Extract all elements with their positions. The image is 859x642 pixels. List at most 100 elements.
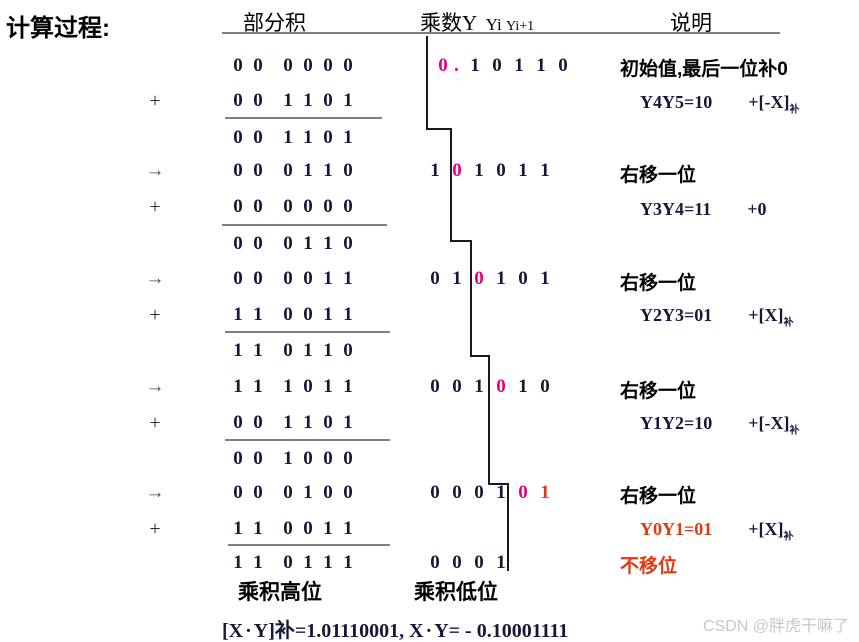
binary-digit: 0	[253, 482, 263, 503]
binary-digit: 1	[323, 268, 333, 289]
description-main: 右移一位	[620, 486, 697, 507]
binary-digit: 0	[323, 55, 333, 76]
description-sub: Y4Y5=10+[-X]补	[640, 92, 800, 116]
binary-digit: 0	[343, 160, 353, 181]
final-result-formula: [X·Y]补=1.01110001, X·Y= - 0.10001111	[222, 614, 568, 642]
radix-point: .	[454, 55, 459, 76]
operator-arrow-2: →	[145, 268, 165, 289]
binary-digit: 1	[303, 160, 313, 181]
binary-digit: 1	[283, 448, 293, 469]
staircase-segment-h3	[470, 355, 490, 357]
binary-digit: 1	[303, 233, 313, 254]
binary-digit: 1	[303, 482, 313, 503]
binary-digit: 1	[323, 233, 333, 254]
binary-digit: 0	[253, 90, 263, 111]
multiplier-digit: 0	[474, 268, 484, 289]
subscript-bu: 补	[783, 317, 794, 329]
multiplier-digit: 1	[452, 268, 462, 289]
binary-digit: 1	[343, 268, 353, 289]
binary-digit: 1	[343, 412, 353, 433]
binary-digit: 0	[283, 233, 293, 254]
multiplier-digit: 0	[430, 268, 440, 289]
multiply-dot-icon-2: ·	[425, 620, 433, 642]
binary-digit: 1	[323, 552, 333, 573]
multiplier-digit: 1	[430, 160, 440, 181]
binary-digit: 1	[283, 90, 293, 111]
operation-label: +[-X]补	[748, 413, 800, 437]
binary-digit: 1	[323, 304, 333, 325]
binary-digit: 0	[283, 552, 293, 573]
multiplier-digit: 1	[496, 482, 506, 503]
binary-digit: 0	[283, 518, 293, 539]
description-main: 不移位	[620, 556, 678, 577]
binary-digit: 0	[253, 196, 263, 217]
binary-digit: 0	[303, 448, 313, 469]
header-divider	[222, 32, 780, 34]
bit-pair-label: Y0Y1=01	[640, 519, 713, 539]
binary-digit: 1	[323, 340, 333, 361]
sum-divider-3	[225, 331, 390, 333]
operation-label: +[X]补	[748, 519, 794, 543]
binary-digit: 0	[343, 448, 353, 469]
staircase-segment-h1	[426, 128, 452, 130]
multiply-dot-icon: ·	[245, 620, 252, 642]
binary-digit: 0	[343, 482, 353, 503]
operator-arrow-3: →	[145, 376, 165, 397]
operator-plus-4: +	[149, 412, 161, 434]
result-prefix: [X	[222, 620, 244, 642]
binary-digit: 1	[343, 127, 353, 148]
multiplier-digit: 0	[430, 482, 440, 503]
multiplier-digit: 0	[496, 376, 506, 397]
multiplier-digit: 0	[496, 160, 506, 181]
multiplier-digit: 0	[518, 268, 528, 289]
multiplier-digit: 1	[474, 376, 484, 397]
binary-digit: 1	[343, 518, 353, 539]
label-product-high: 乘积高位	[238, 581, 322, 604]
binary-digit: 0	[233, 448, 243, 469]
description-sub: Y0Y1=01 +[X]补	[640, 519, 794, 543]
binary-digit: 0	[303, 55, 313, 76]
binary-digit: 1	[253, 304, 263, 325]
binary-digit: 0	[233, 55, 243, 76]
binary-digit: 0	[303, 196, 313, 217]
subscript-bu: 补	[789, 104, 800, 116]
description-main: 右移一位	[620, 273, 697, 294]
binary-digit: 0	[303, 268, 313, 289]
multiplier-digit: 1	[474, 160, 484, 181]
bit-pair-label: Y3Y4=11	[640, 199, 712, 219]
binary-digit: 0	[253, 127, 263, 148]
binary-digit: 1	[253, 552, 263, 573]
binary-digit: 1	[303, 552, 313, 573]
sum-divider-2	[222, 224, 387, 226]
binary-digit: 0	[323, 196, 333, 217]
subscript-bu: 补	[783, 531, 794, 543]
binary-digit: 1	[233, 376, 243, 397]
multiplier-digit: 1	[518, 160, 528, 181]
binary-digit: 0	[233, 412, 243, 433]
multiplier-digit: 0	[518, 482, 528, 503]
binary-digit: 0	[323, 412, 333, 433]
binary-digit: 1	[283, 127, 293, 148]
binary-digit: 0	[283, 482, 293, 503]
binary-digit: 0	[233, 160, 243, 181]
operator-plus-1: +	[149, 90, 161, 112]
staircase-segment-v1	[426, 36, 428, 130]
multiplier-digit: 1	[496, 552, 506, 573]
multiplier-digit: 0	[474, 552, 484, 573]
binary-digit: 1	[253, 518, 263, 539]
multiplier-digit: 0	[452, 552, 462, 573]
column-header-multiplier-label: 乘数Y	[420, 11, 478, 35]
